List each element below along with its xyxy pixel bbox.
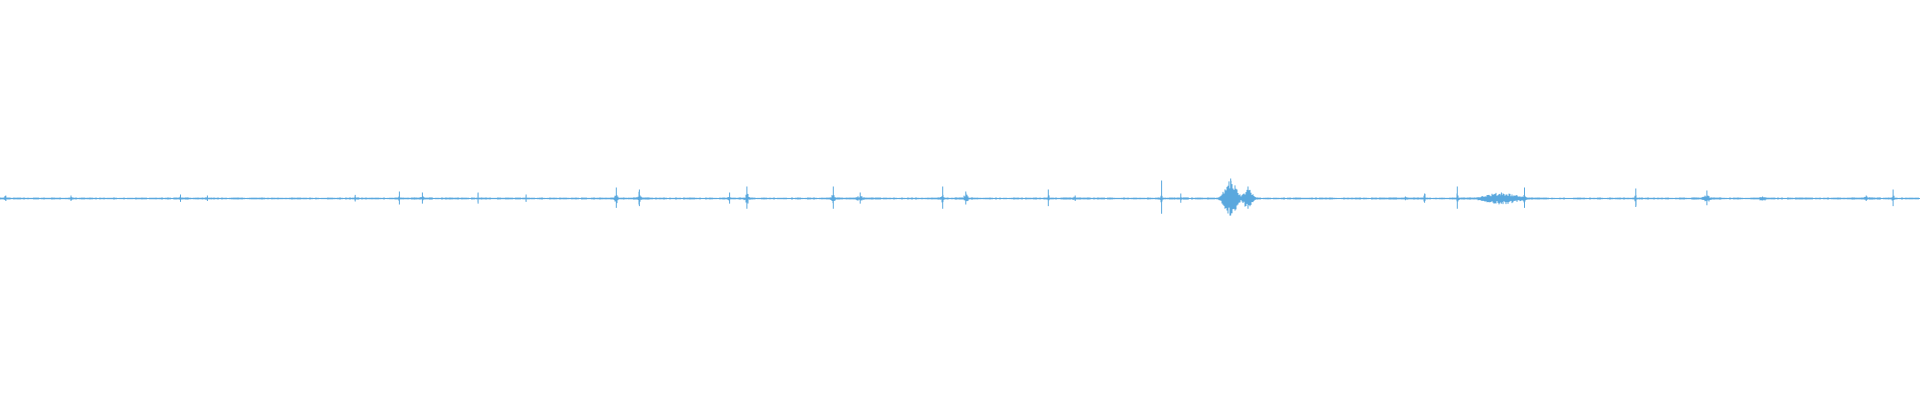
waveform-burst <box>937 186 948 209</box>
waveform-burst <box>1043 189 1054 207</box>
waveform-burst <box>826 186 841 209</box>
waveform-burst <box>628 189 650 207</box>
waveform-burst <box>722 192 737 204</box>
waveform-burst <box>1452 186 1463 209</box>
waveform-burst <box>475 192 482 204</box>
waveform-burst <box>1387 196 1424 201</box>
waveform-burst <box>1237 186 1259 209</box>
waveform-burst <box>1060 195 1090 202</box>
waveform-burst <box>1750 196 1776 201</box>
waveform-burst <box>953 191 979 205</box>
waveform-burst <box>173 194 188 202</box>
waveform-burst <box>1519 187 1530 208</box>
waveform-burst <box>1631 188 1641 207</box>
waveform-burst <box>68 195 75 202</box>
waveform-burst <box>1174 193 1188 203</box>
waveform-burst <box>1157 180 1166 214</box>
waveform-burst <box>202 195 213 202</box>
waveform-burst <box>0 195 11 202</box>
waveform-burst <box>1692 190 1722 206</box>
waveform-burst <box>413 192 432 204</box>
waveform-burst <box>351 194 360 202</box>
waveform-burst <box>1851 195 1881 202</box>
waveform-burst <box>609 187 624 208</box>
waveform-burst <box>1420 193 1429 203</box>
waveform-burst <box>845 192 875 204</box>
waveform-burst <box>1888 189 1898 207</box>
waveform-burst <box>738 186 756 209</box>
waveform-burst <box>394 191 405 205</box>
waveform-burst <box>522 194 530 202</box>
waveform-burst <box>1216 178 1246 216</box>
